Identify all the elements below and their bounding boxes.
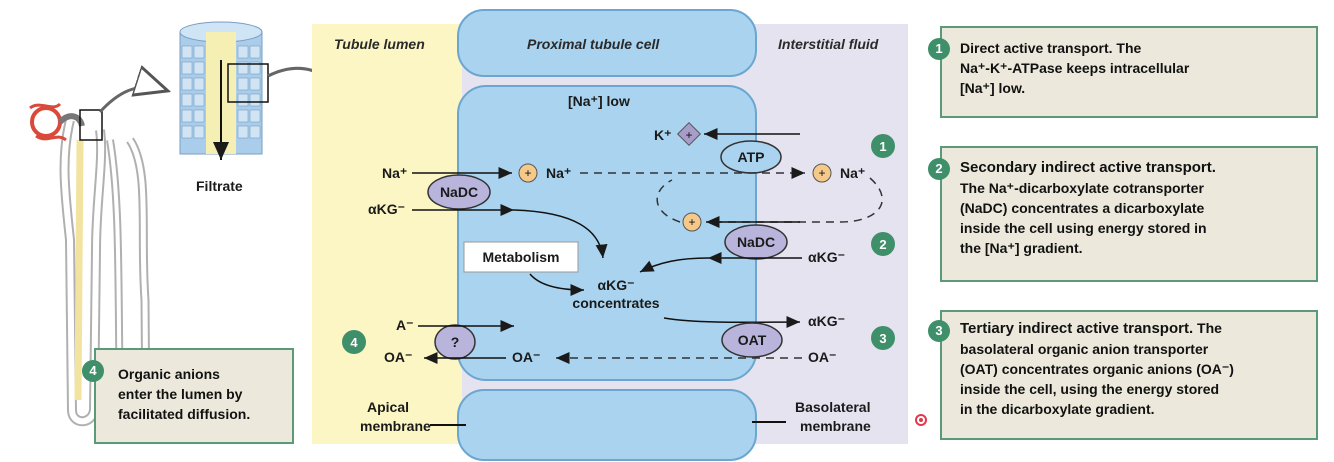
panel-3-number: 3	[928, 320, 950, 342]
nadc-apical-transporter	[427, 174, 491, 210]
panel-1-title: Direct active transport.	[960, 40, 1113, 56]
panel-1-number: 1	[928, 38, 950, 60]
tubule-cylinder	[179, 21, 269, 155]
basolateral-membrane-label: membrane	[800, 418, 871, 434]
panel-2-line-3: inside the cell using energy stored in	[960, 220, 1207, 236]
svg-text:+: +	[685, 128, 692, 142]
oat-label: OAT	[738, 332, 767, 348]
a-minus-label: A⁻	[396, 317, 414, 333]
panel-2-line-4: the [Na⁺] gradient.	[960, 240, 1083, 256]
metabolism-label: Metabolism	[482, 249, 559, 265]
zoom-box-small	[79, 109, 103, 141]
svg-text:1: 1	[879, 139, 886, 154]
panel-2-line-1: The Na⁺-dicarboxylate cotransporter	[960, 180, 1204, 196]
filtrate-label: Filtrate	[196, 178, 243, 194]
adjacent-cell-top	[457, 9, 757, 77]
panel-2-title: Secondary indirect active transport.	[960, 159, 1216, 176]
panel-3-line-4: inside the cell, using the energy stored	[960, 381, 1220, 397]
svg-text:+: +	[688, 215, 695, 229]
panel-2-number: 2	[928, 158, 950, 180]
oa-cell-label: OA⁻	[512, 349, 540, 365]
atp-label: ATP	[738, 149, 765, 165]
nephron-illustration: Filtrate	[29, 21, 348, 427]
tubule-lumen-region	[312, 24, 462, 444]
akg-interstitial-label: αKG⁻	[808, 249, 845, 265]
apical-label: Apical	[367, 399, 409, 415]
svg-text:3: 3	[879, 331, 886, 346]
step-number-3: 3	[871, 326, 895, 350]
apical-membrane-label: membrane	[360, 418, 431, 434]
zoom-arrow-1	[98, 87, 165, 114]
panel-1-line-3: [Na⁺] low.	[960, 80, 1026, 96]
svg-text:4: 4	[350, 335, 358, 350]
panel-3-title: Tertiary indirect active transport.	[960, 320, 1194, 337]
step-number-4: 4	[342, 330, 366, 354]
panel-4-line-3: facilitated diffusion.	[118, 406, 251, 422]
step-number-1: 1	[871, 134, 895, 158]
k-label: K⁺	[654, 127, 672, 143]
panel-1-line-1: The	[1116, 40, 1142, 56]
tubule-lumen-label: Tubule lumen	[334, 36, 425, 52]
unknown-transporter	[434, 324, 476, 360]
panel-step-1: 1 Direct active transport. The Na⁺-K⁺-AT…	[928, 26, 1318, 118]
panel-step-2: 2 Secondary indirect active transport. T…	[928, 146, 1318, 282]
k-ion-icon	[676, 121, 702, 147]
panel-3-line-2: basolateral organic anion transporter	[960, 341, 1209, 357]
na-interstitial-label: Na⁺	[840, 165, 865, 181]
unknown-transporter-label: ?	[451, 334, 460, 350]
na-cell-label: Na⁺	[546, 165, 571, 181]
nadc-apical-label: NaDC	[440, 184, 478, 200]
step-number-2: 2	[871, 232, 895, 256]
basolateral-label: Basolateral	[795, 399, 870, 415]
panel-3-line-3: (OAT) concentrates organic anions (OA⁻)	[960, 361, 1234, 377]
oa-lumen-label: OA⁻	[384, 349, 412, 365]
akg-out-label: αKG⁻	[808, 313, 845, 329]
nadc-basolateral-label: NaDC	[737, 234, 775, 250]
cursor-marker	[915, 414, 927, 426]
nadc-basolateral-transporter	[724, 224, 788, 260]
interstitial-fluid-label: Interstitial fluid	[778, 36, 879, 52]
concentrates-label: concentrates	[572, 295, 659, 311]
na-low-label: [Na⁺] low	[568, 93, 630, 109]
panel-4-number: 4	[82, 360, 104, 382]
oat-transporter	[721, 322, 783, 358]
svg-text:2: 2	[879, 237, 886, 252]
akg-concentrates-label: αKG⁻	[598, 277, 635, 293]
na-lumen-label: Na⁺	[382, 165, 407, 181]
adjacent-cell-bottom	[457, 389, 757, 461]
panel-3-line-1: The	[1197, 320, 1222, 336]
zoom-box-large	[227, 63, 269, 103]
panel-4-line-2: enter the lumen by	[118, 386, 243, 402]
panel-2-line-2: (NaDC) concentrates a dicarboxylate	[960, 200, 1205, 216]
svg-text:+: +	[818, 166, 825, 180]
na-k-atpase: K⁺ + ATP	[654, 121, 800, 174]
proximal-tubule-cell-label: Proximal tubule cell	[527, 36, 660, 52]
panel-step-3: 3 Tertiary indirect active transport. Th…	[928, 310, 1318, 440]
panel-3-line-5: in the dicarboxylate gradient.	[960, 401, 1155, 417]
oa-interstitial-label: OA⁻	[808, 349, 836, 365]
na-ion-icon	[518, 163, 538, 183]
akg-lumen-label: αKG⁻	[368, 201, 405, 217]
metabolism-box	[463, 241, 579, 273]
panel-1-line-2: Na⁺-K⁺-ATPase keeps intracellular	[960, 60, 1190, 76]
proximal-tubule-cell	[457, 85, 757, 381]
glomerulus	[30, 106, 62, 138]
svg-text:+: +	[524, 166, 531, 180]
panel-step-4: 4 Organic anions enter the lumen by faci…	[82, 348, 294, 444]
panel-4-line-1: Organic anions	[118, 366, 220, 382]
